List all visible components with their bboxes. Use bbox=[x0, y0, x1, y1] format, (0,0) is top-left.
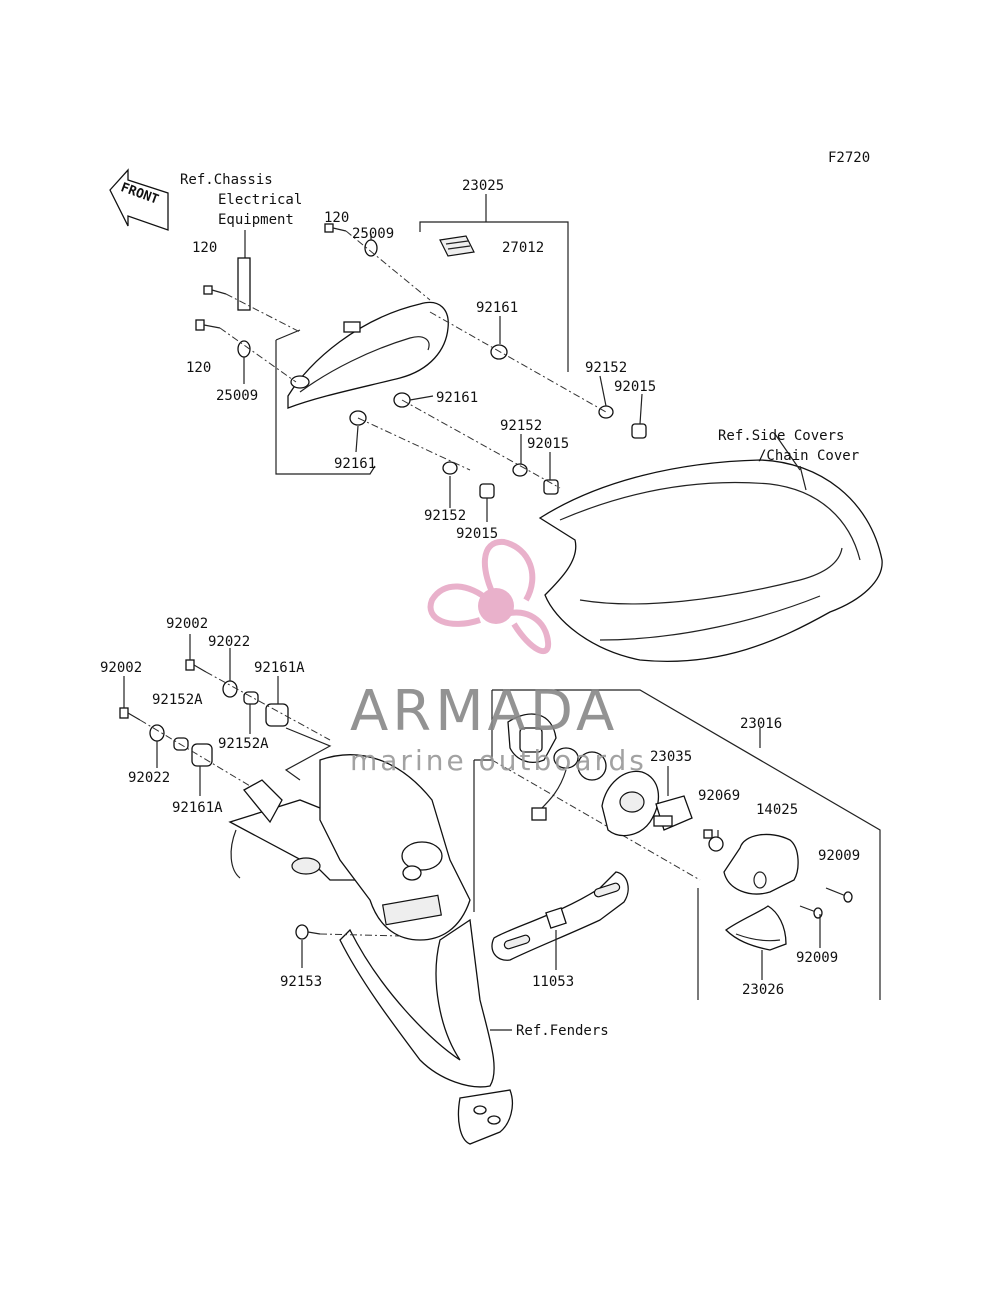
bolt-120-icon bbox=[195, 223, 347, 331]
part-label-92152: 92152 bbox=[424, 508, 466, 524]
washer-25009-icon bbox=[237, 239, 378, 358]
part-label-92002: 92002 bbox=[100, 660, 142, 676]
part-label-25009: 25009 bbox=[352, 226, 394, 242]
part-label-92015: 92015 bbox=[456, 526, 498, 542]
screw-92009-icon bbox=[799, 887, 853, 919]
figure-code: F2720 bbox=[828, 150, 870, 166]
leader-lines bbox=[123, 234, 821, 1031]
license-bracket-11053 bbox=[491, 871, 629, 961]
part-label-25009: 25009 bbox=[216, 388, 258, 404]
part-label-92022: 92022 bbox=[128, 770, 170, 786]
rear-fender-bracket bbox=[228, 754, 514, 1145]
part-label-120: 120 bbox=[192, 240, 217, 256]
part-label-92161: 92161 bbox=[334, 456, 376, 472]
part-label-92161: 92161 bbox=[436, 390, 478, 406]
bracket-23025 bbox=[275, 194, 569, 475]
part-label-92009: 92009 bbox=[818, 848, 860, 864]
part-label-11053: 11053 bbox=[532, 974, 574, 990]
chassis-bracket bbox=[237, 230, 251, 311]
tail-cowl bbox=[287, 301, 449, 409]
part-label-92152A: 92152A bbox=[152, 692, 203, 708]
part-label-120: 120 bbox=[324, 210, 349, 226]
part-label-92152A: 92152A bbox=[218, 736, 269, 752]
side-covers bbox=[538, 433, 883, 663]
ref-chassis-line2: Electrical bbox=[218, 192, 302, 208]
part-label-92015: 92015 bbox=[614, 379, 656, 395]
assembly-lines-upper bbox=[219, 230, 607, 489]
lens-14025 bbox=[723, 833, 799, 895]
part-label-92161: 92161 bbox=[476, 300, 518, 316]
armada-logo: ARMADA marine outboards bbox=[350, 538, 647, 777]
ref-chassis-line1: Ref.Chassis bbox=[180, 172, 273, 188]
part-label-92152: 92152 bbox=[585, 360, 627, 376]
propeller-hub-icon bbox=[478, 588, 514, 624]
part-label-23016: 23016 bbox=[740, 716, 782, 732]
part-label-92161A: 92161A bbox=[172, 800, 223, 816]
part-label-92152: 92152 bbox=[500, 418, 542, 434]
watermark-brand: ARMADA bbox=[350, 679, 618, 744]
part-label-27012: 27012 bbox=[502, 240, 544, 256]
part-label-120: 120 bbox=[186, 360, 211, 376]
part-label-23025: 23025 bbox=[462, 178, 504, 194]
collar-92152-icon bbox=[442, 405, 614, 477]
bracket-23016 bbox=[473, 689, 881, 1000]
label-plate-27012-icon bbox=[439, 235, 475, 257]
grommet-92161A-icon bbox=[191, 703, 289, 767]
lamp-housing bbox=[507, 713, 693, 837]
ref-chassis-line3: Equipment bbox=[218, 212, 294, 228]
assembly-lines-lower-left bbox=[139, 671, 332, 787]
bulb-92069-icon bbox=[703, 829, 724, 852]
bolt-92153-icon bbox=[295, 924, 401, 940]
part-label-23026: 23026 bbox=[742, 982, 784, 998]
ref-side-covers-line1: Ref.Side Covers bbox=[718, 428, 844, 444]
part-label-92022: 92022 bbox=[208, 634, 250, 650]
part-label-92015: 92015 bbox=[527, 436, 569, 452]
part-label-92002: 92002 bbox=[166, 616, 208, 632]
part-label-23035: 23035 bbox=[650, 749, 692, 765]
part-label-92153: 92153 bbox=[280, 974, 322, 990]
spacer-92015-icon bbox=[479, 423, 647, 499]
watermark-tagline: marine outboards bbox=[350, 744, 647, 777]
washer-92022-icon bbox=[149, 680, 238, 742]
ref-side-covers-line2: /Chain Cover bbox=[758, 448, 859, 464]
ref-fenders: Ref.Fenders bbox=[516, 1023, 609, 1039]
front-arrow-icon: FRONT bbox=[109, 168, 169, 231]
part-label-14025: 14025 bbox=[756, 802, 798, 818]
part-label-92009: 92009 bbox=[796, 950, 838, 966]
part-label-92161A: 92161A bbox=[254, 660, 305, 676]
reflector-23026 bbox=[724, 905, 787, 951]
part-label-92069: 92069 bbox=[698, 788, 740, 804]
propeller-blade-icon bbox=[481, 538, 536, 602]
